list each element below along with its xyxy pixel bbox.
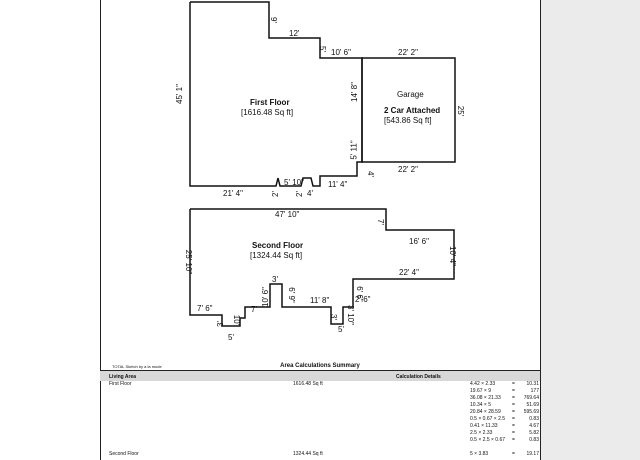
calc-equals: =: [512, 423, 515, 429]
calc-expression: 10.34 × 5: [470, 402, 491, 408]
summary-header-bar: [100, 371, 540, 381]
dim-label: 6' 9": [286, 287, 296, 303]
sketch-credit: TOTAL Sketch by a la mode: [112, 364, 162, 369]
living-area-header: Living Area: [109, 374, 137, 380]
first-floor-area: [1616.48 Sq ft]: [241, 108, 294, 117]
dim-label: 10' 4": [447, 246, 457, 266]
calc-value: 51.69: [526, 402, 539, 408]
dim-label: 11' 4": [328, 180, 348, 189]
dim-label: 10' 6": [260, 287, 270, 307]
dim-label: 47' 10": [275, 210, 300, 219]
calc-value: 0.83: [529, 437, 539, 443]
calc-expression: 5 × 3.83: [470, 451, 489, 457]
dim-label: 3': [272, 275, 278, 284]
garage-title: Garage: [397, 90, 424, 99]
right-margin-panel: [541, 0, 640, 460]
page-border-right: [540, 0, 541, 460]
dim-label: 3': [215, 321, 225, 327]
dim-label: 7': [251, 305, 257, 314]
dim-label: 7' 6": [197, 304, 213, 313]
garage-type: 2 Car Attached: [384, 106, 441, 115]
second-floor-title: Second Floor: [252, 241, 304, 250]
summary-divider: [100, 370, 540, 371]
dim-label: 45' 1": [174, 84, 184, 104]
dim-label: 4': [365, 171, 375, 177]
dim-label: 10': [232, 314, 242, 326]
second-floor-area: [1324.44 Sq ft]: [250, 251, 303, 260]
calc-value: 19.17: [526, 451, 539, 457]
calc-equals: =: [512, 416, 515, 422]
dim-label: 7': [375, 219, 385, 225]
dim-label: 14' 8": [349, 82, 359, 102]
calc-expression: 2.5 × 2.33: [470, 430, 493, 436]
row-label: Second Floor: [109, 451, 139, 457]
dim-label: 11' 8": [310, 296, 330, 305]
dim-label: 5' 10": [284, 178, 304, 187]
calc-value: 177: [530, 388, 539, 394]
dim-label: 21' 4": [223, 189, 243, 198]
calc-equals: =: [512, 430, 515, 436]
dim-label: 25': [456, 105, 466, 117]
dim-label: 4': [307, 189, 313, 198]
calc-expression: 19.67 × 9: [470, 388, 491, 394]
dim-label: 22' 2": [398, 165, 418, 174]
dim-label: 9': [268, 17, 278, 23]
dim-label: 2': [294, 191, 304, 197]
row-area: 1324.44 Sq ft: [293, 451, 323, 457]
first-floor-title: First Floor: [250, 98, 290, 107]
calc-expression: 20.84 × 28.59: [470, 409, 501, 415]
calc-expression: 0.5 × 0.67 × 2.5: [470, 416, 506, 422]
page-border-left: [100, 0, 101, 460]
garage-outline: [361, 57, 456, 163]
row-label: First Floor: [109, 381, 132, 387]
dim-label: 16' 6": [409, 237, 429, 246]
calc-equals: =: [512, 381, 515, 387]
calc-value: 0.83: [529, 416, 539, 422]
calc-value: 4.67: [529, 423, 539, 429]
row-area: 1616.48 Sq ft: [293, 381, 323, 387]
dim-label: 5': [317, 46, 327, 52]
calc-equals: =: [512, 395, 515, 401]
dim-label: 5' 11": [349, 140, 359, 160]
dim-label: 10' 6": [331, 48, 351, 57]
dim-label: 2': [270, 191, 280, 197]
dim-label: 12': [289, 29, 300, 38]
calc-details-header: Calculation Details: [396, 374, 441, 380]
calc-expression: 4.42 × 2.33: [470, 381, 496, 387]
first-floor-outline: [189, 1, 363, 187]
garage-area: [543.86 Sq ft]: [384, 116, 432, 125]
dim-label: 3' 10": [345, 305, 355, 325]
calc-expression: 0.5 × 2.5 × 0.67: [470, 437, 506, 443]
calc-equals: =: [512, 402, 515, 408]
calc-value: 5.82: [529, 430, 539, 436]
dim-label: 3': [328, 314, 338, 320]
dim-label: 22' 2": [398, 48, 418, 57]
calc-equals: =: [512, 437, 515, 443]
dim-label: 25' 10": [184, 249, 194, 275]
dim-label: 5': [228, 333, 234, 342]
dim-label: 2' 6": [355, 295, 371, 304]
calc-equals: =: [512, 388, 515, 394]
dim-label: 5': [338, 325, 344, 334]
calc-equals: =: [512, 409, 515, 415]
calc-expression: 0.41 × 11.33: [470, 423, 498, 429]
calc-equals: =: [512, 451, 515, 457]
summary-title: Area Calculations Summary: [280, 363, 360, 369]
calc-value: 595.69: [523, 409, 539, 415]
calc-value: 10.31: [526, 381, 539, 387]
calc-value: 769.64: [523, 395, 539, 401]
second-floor-outline: [189, 208, 455, 327]
calc-expression: 36.08 × 21.33: [470, 395, 501, 401]
dim-label: 22' 4": [399, 268, 419, 277]
